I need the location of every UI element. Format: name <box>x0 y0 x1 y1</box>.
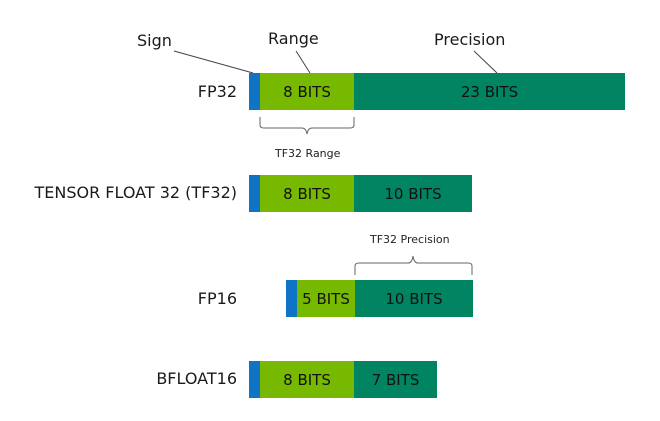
fp32-precision-bits: 23 BITS <box>354 73 625 110</box>
precision-header: Precision <box>434 30 506 49</box>
fp16-sign-bit <box>286 280 297 317</box>
precision-leader-line <box>473 50 498 74</box>
sign-leader-line <box>173 50 254 74</box>
tf32-range-bits: 8 BITS <box>260 175 354 212</box>
tf32-precision-brace <box>354 255 473 275</box>
tf32-sign-bit <box>249 175 260 212</box>
bfloat16-sign-bit <box>249 361 260 398</box>
range-leader-line <box>295 50 311 74</box>
format-label-bfloat16: BFLOAT16 <box>156 369 237 388</box>
fp16-precision-bits: 10 BITS <box>355 280 473 317</box>
range-header: Range <box>268 29 319 48</box>
tf32-precision-bits: 10 BITS <box>354 175 472 212</box>
fp16-range-bits: 5 BITS <box>297 280 355 317</box>
format-label-fp32: FP32 <box>197 82 237 101</box>
format-label-fp16: FP16 <box>197 289 237 308</box>
tf32-range-brace <box>259 117 355 135</box>
tf32-precision-annotation: TF32 Precision <box>370 233 450 246</box>
bfloat16-precision-bits: 7 BITS <box>354 361 437 398</box>
tf32-range-annotation: TF32 Range <box>275 147 341 160</box>
sign-header: Sign <box>137 31 172 50</box>
format-label-tf32: TENSOR FLOAT 32 (TF32) <box>34 183 238 202</box>
bfloat16-range-bits: 8 BITS <box>260 361 354 398</box>
fp32-range-bits: 8 BITS <box>260 73 354 110</box>
fp32-sign-bit <box>249 73 260 110</box>
